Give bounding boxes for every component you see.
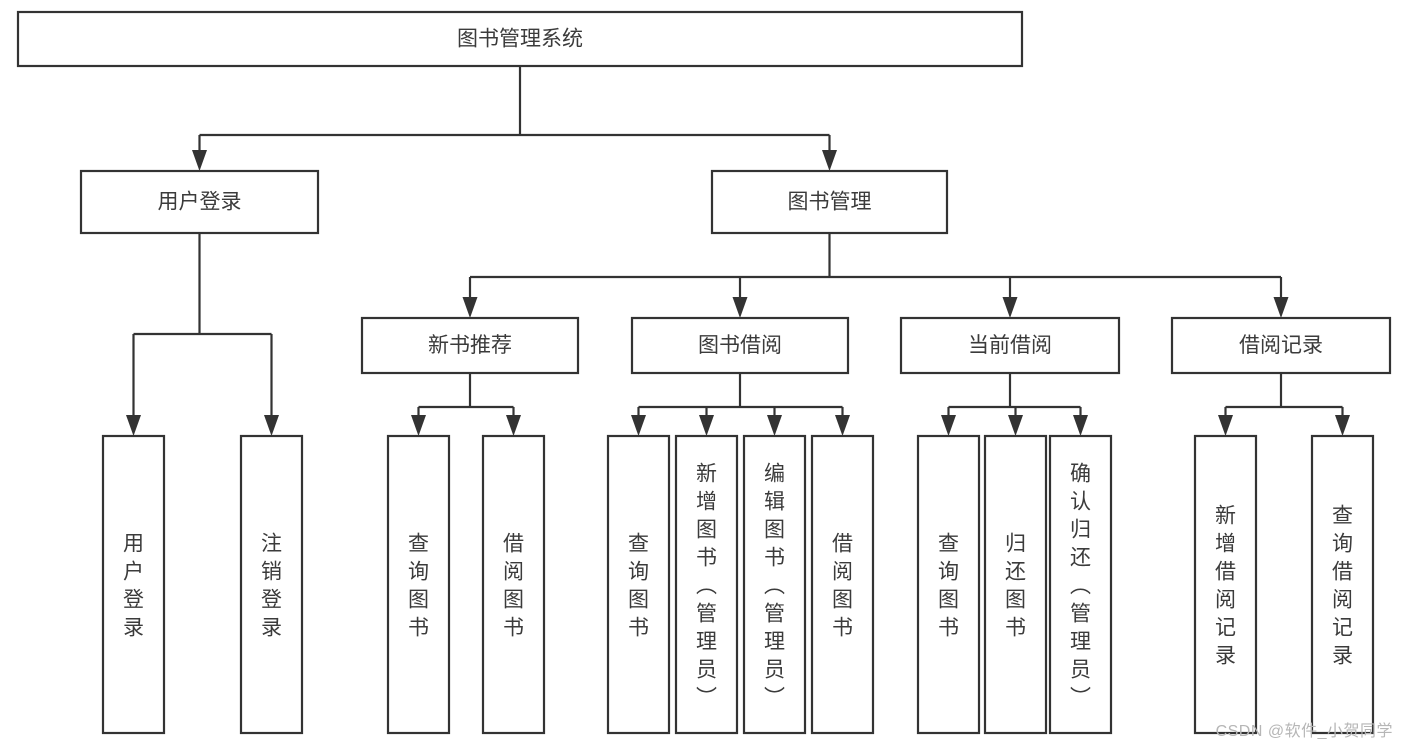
node-label: 新书推荐 <box>428 334 512 357</box>
node-leaf-query-book-rec[interactable]: 查询图书 <box>386 434 451 735</box>
node-label: 编辑图书︵管理员︶ <box>764 462 785 709</box>
node-label: 新增借阅记录 <box>1215 504 1236 667</box>
node-label: 借阅图书 <box>832 532 853 639</box>
node-book-manage[interactable]: 图书管理 <box>710 169 949 235</box>
node-user-login[interactable]: 用户登录 <box>79 169 320 235</box>
nodes-layer: 图书管理系统用户登录图书管理新书推荐图书借阅当前借阅借阅记录用户登录注销登录查询… <box>16 10 1392 735</box>
node-borrow-record[interactable]: 借阅记录 <box>1170 316 1392 375</box>
node-label: 确认归还︵管理员︶ <box>1070 462 1091 709</box>
node-label: 用户登录 <box>158 191 242 214</box>
node-root[interactable]: 图书管理系统 <box>16 10 1024 68</box>
node-label: 借阅图书 <box>503 532 524 639</box>
node-label: 查询图书 <box>628 532 649 639</box>
node-label: 查询图书 <box>408 532 429 639</box>
edges-layer <box>126 66 1350 436</box>
node-label: 图书管理 <box>788 191 872 214</box>
node-new-book-rec[interactable]: 新书推荐 <box>360 316 580 375</box>
node-label: 注销登录 <box>261 532 282 639</box>
node-leaf-user-login[interactable]: 用户登录 <box>101 434 166 735</box>
edge-group-book-borrow <box>631 373 850 436</box>
edge-group-current-borrow <box>941 373 1088 436</box>
node-leaf-borrow-book[interactable]: 借阅图书 <box>810 434 875 735</box>
node-leaf-add-borrow-record[interactable]: 新增借阅记录 <box>1193 434 1258 735</box>
node-label: 查询借阅记录 <box>1332 504 1353 667</box>
node-leaf-return-book[interactable]: 归还图书 <box>983 434 1048 735</box>
node-leaf-query-book-borrow[interactable]: 查询图书 <box>606 434 671 735</box>
node-leaf-edit-book-admin[interactable]: 编辑图书︵管理员︶ <box>742 434 807 735</box>
node-book-borrow[interactable]: 图书借阅 <box>630 316 850 375</box>
node-label: 借阅记录 <box>1239 334 1323 357</box>
node-leaf-logout[interactable]: 注销登录 <box>239 434 304 735</box>
node-label: 图书借阅 <box>698 334 782 357</box>
node-label: 图书管理系统 <box>457 28 583 51</box>
node-leaf-query-book-current[interactable]: 查询图书 <box>916 434 981 735</box>
edge-group-borrow-record <box>1218 373 1350 436</box>
node-label: 新增图书︵管理员︶ <box>696 462 717 709</box>
node-label: 查询图书 <box>938 532 959 639</box>
node-current-borrow[interactable]: 当前借阅 <box>899 316 1121 375</box>
edge-group-root <box>192 66 837 171</box>
node-leaf-confirm-return-admin[interactable]: 确认归还︵管理员︶ <box>1048 434 1113 735</box>
node-label: 归还图书 <box>1005 532 1026 639</box>
edge-group-user-login <box>126 233 279 436</box>
edge-group-new-book-rec <box>411 373 521 436</box>
node-label: 用户登录 <box>123 532 144 639</box>
node-leaf-add-book-admin[interactable]: 新增图书︵管理员︶ <box>674 434 739 735</box>
node-label: 当前借阅 <box>968 334 1052 357</box>
node-leaf-borrow-book-rec[interactable]: 借阅图书 <box>481 434 546 735</box>
edge-group-book-manage <box>462 233 1289 318</box>
node-leaf-query-borrow-record[interactable]: 查询借阅记录 <box>1310 434 1375 735</box>
